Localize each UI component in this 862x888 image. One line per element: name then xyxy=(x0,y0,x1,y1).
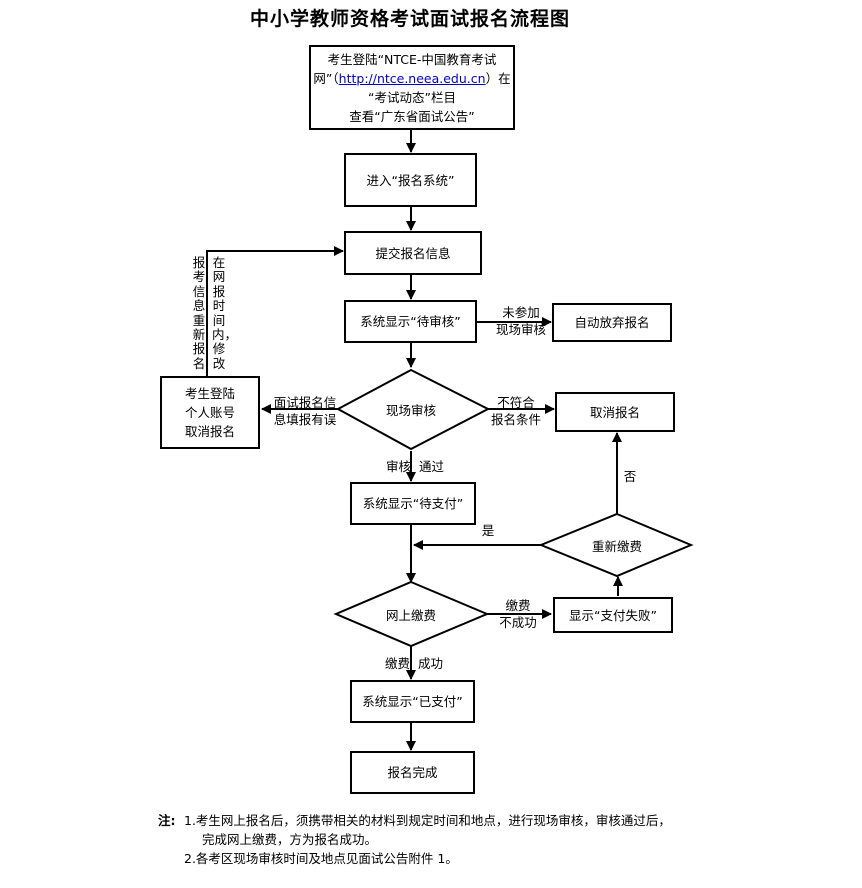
info-error-label: 面试报名信 息填报有误 xyxy=(273,395,337,427)
login-node: 考生登陆“NTCE-中国教育考试 网”（http://ntce.neea.edu… xyxy=(309,45,515,130)
login-line-1: 考生登陆“NTCE-中国教育考试 xyxy=(327,51,497,67)
pay-fail-label: 缴费 不成功 xyxy=(499,598,537,630)
notes-section: 注: 1.考生网上报名后，须携带相关的材料到规定时间和地点，进行现场审核，审核通… xyxy=(158,811,671,868)
enter-system-node: 进入“报名系统” xyxy=(344,153,477,207)
auto-abandon-node: 自动放弃报名 xyxy=(552,303,672,342)
repay-text: 重新缴费 xyxy=(591,538,642,554)
cancel-registration-node: 取消报名 xyxy=(555,392,675,432)
not-meet-label: 不符合 报名条件 xyxy=(490,395,541,427)
yes-label: 是 xyxy=(481,523,495,538)
submit-info-node: 提交报名信息 xyxy=(344,231,482,275)
payment-failed-node: 显示“支付失败” xyxy=(553,597,673,633)
pending-payment-node: 系统显示“待支付” xyxy=(350,482,476,525)
login-line-2: 网”（http://ntce.neea.edu.cn）在 xyxy=(313,70,511,86)
no-label: 否 xyxy=(623,469,637,484)
online-payment-text: 网上缴费 xyxy=(385,607,436,623)
onsite-review-text: 现场审核 xyxy=(385,402,436,418)
self-cancel-line-1: 考生登陆 xyxy=(184,386,235,401)
page-title: 中小学教师资格考试面试报名流程图 xyxy=(249,8,570,30)
not-attend-label: 未参加 现场审核 xyxy=(495,305,546,337)
note-2: 2.各考区现场审核时间及地点见面试公告附件 1。 xyxy=(184,851,458,866)
payment-diamond xyxy=(333,580,490,648)
repay-diamond xyxy=(538,512,694,578)
login-line-3: “考试动态”栏目 xyxy=(368,89,456,105)
review-pass-label: 审核 通过 xyxy=(386,459,444,474)
reapply-right-label: 在网报时间内，修改 xyxy=(212,255,238,371)
self-cancel-line-2: 个人账号 xyxy=(184,405,235,420)
notes-prefix: 注: xyxy=(158,813,176,828)
review-diamond xyxy=(335,368,491,451)
paid-node: 系统显示“已支付” xyxy=(350,680,475,723)
note-1-line-2: 完成网上缴费，方为报名成功。 xyxy=(202,832,378,847)
arrow-selfcancel-to-submit xyxy=(206,246,344,376)
pending-review-node: 系统显示“待审核” xyxy=(344,300,477,343)
login-line-4: 查看“广东省面试公告” xyxy=(349,108,475,124)
note-1-line-1: 1.考生网上报名后，须携带相关的材料到规定时间和地点，进行现场审核，审核通过后， xyxy=(184,813,671,828)
ntce-link[interactable]: http://ntce.neea.edu.cn xyxy=(338,70,486,86)
pay-success-label: 缴费 成功 xyxy=(385,656,443,671)
self-cancel-line-3: 取消报名 xyxy=(184,424,235,439)
complete-node: 报名完成 xyxy=(350,751,475,794)
self-cancel-node: 考生登陆 个人账号 取消报名 xyxy=(160,376,260,449)
reapply-left-label: 报考信息重新报名 xyxy=(192,255,206,371)
